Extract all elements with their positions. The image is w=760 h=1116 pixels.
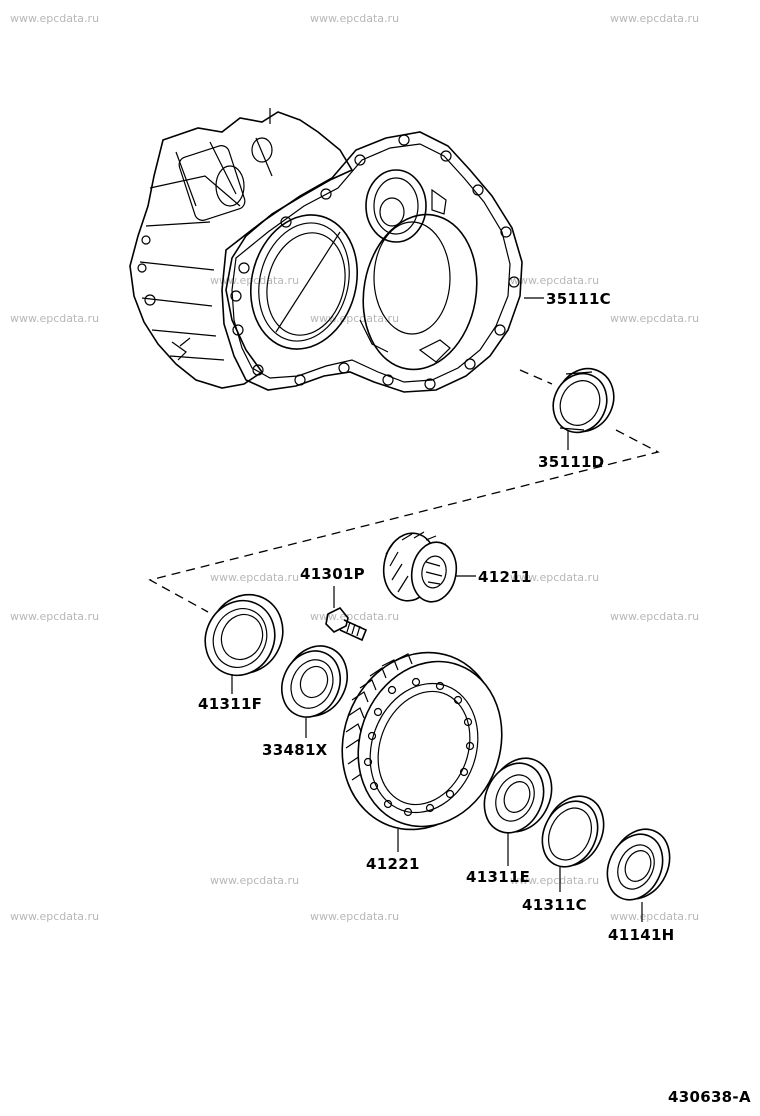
seal-35111D-drawing bbox=[552, 367, 615, 434]
watermark: www.epcdata.ru bbox=[610, 910, 699, 923]
bearing-41311E-drawing bbox=[483, 757, 553, 834]
watermark: www.epcdata.ru bbox=[210, 571, 299, 584]
watermark: www.epcdata.ru bbox=[610, 12, 699, 25]
watermark: www.epcdata.ru bbox=[10, 910, 99, 923]
figure-code: 430638-A bbox=[668, 1088, 751, 1106]
part-label-35111D: 35111D bbox=[538, 453, 604, 471]
part-label-41311F: 41311F bbox=[198, 695, 262, 713]
watermark: www.epcdata.ru bbox=[510, 274, 599, 287]
part-label-41221: 41221 bbox=[366, 855, 420, 873]
race-41311C-drawing bbox=[541, 795, 605, 868]
oil-seal-33481X-drawing bbox=[281, 645, 348, 718]
part-label-41311E: 41311E bbox=[466, 868, 530, 886]
part-label-41301P: 41301P bbox=[300, 565, 365, 583]
part-label-41311C: 41311C bbox=[522, 896, 587, 914]
bearing-41311F-drawing bbox=[204, 593, 284, 677]
watermark: www.epcdata.ru bbox=[310, 610, 399, 623]
part-label-41211: 41211 bbox=[478, 568, 532, 586]
bearing-41141H-drawing bbox=[606, 828, 671, 901]
watermark: www.epcdata.ru bbox=[10, 610, 99, 623]
watermark: www.epcdata.ru bbox=[10, 312, 99, 325]
watermark: www.epcdata.ru bbox=[310, 910, 399, 923]
watermark: www.epcdata.ru bbox=[610, 610, 699, 623]
part-label-35111C: 35111C bbox=[546, 290, 611, 308]
watermark: www.epcdata.ru bbox=[10, 12, 99, 25]
watermark: www.epcdata.ru bbox=[310, 12, 399, 25]
gear-41211-drawing bbox=[382, 531, 458, 603]
ring-gear-41221-drawing bbox=[341, 651, 503, 831]
watermark: www.epcdata.ru bbox=[510, 571, 599, 584]
watermark: www.epcdata.ru bbox=[210, 874, 299, 887]
part-label-33481X: 33481X bbox=[262, 741, 328, 759]
bolt-41301P-drawing bbox=[325, 606, 368, 642]
transaxle-housing-drawing bbox=[129, 108, 523, 393]
assembly-dashed-lines bbox=[148, 369, 660, 613]
watermark: www.epcdata.ru bbox=[510, 874, 599, 887]
part-label-41141H: 41141H bbox=[608, 926, 675, 944]
watermark: www.epcdata.ru bbox=[610, 312, 699, 325]
